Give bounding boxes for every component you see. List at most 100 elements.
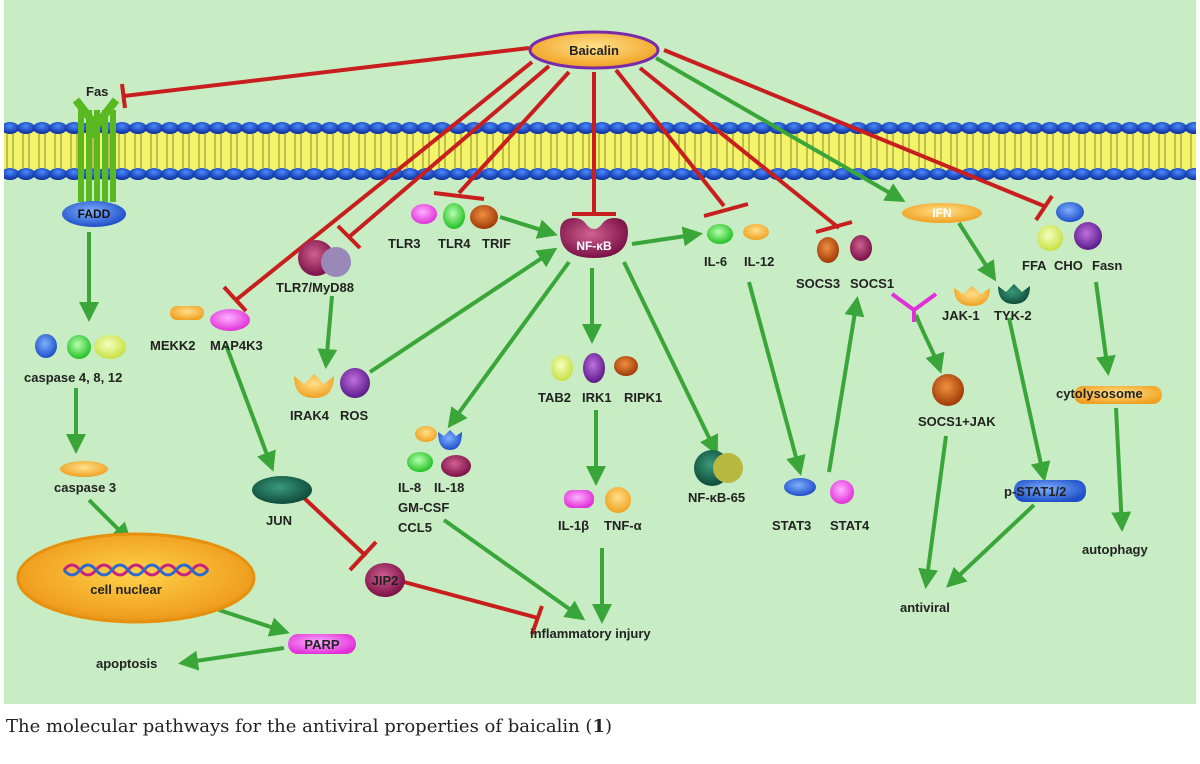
arrow-stat4-socs1 (827, 296, 865, 473)
ripk1-icon (614, 356, 638, 376)
il6-icon (707, 224, 733, 244)
cho-icon (1074, 222, 1102, 250)
myd88-icon (321, 247, 351, 277)
arrow-tlr7-irak4 (317, 295, 338, 369)
cytolysosome-label: cytolysosome (1056, 386, 1143, 401)
tnfa-icon (605, 487, 631, 513)
tyk2-icon (998, 284, 1030, 304)
tlr4-label: TLR4 (438, 236, 471, 251)
ros-icon (340, 368, 370, 398)
tab2-label: TAB2 (538, 390, 571, 405)
tlr7-myd88-label: TLR7/MyD88 (276, 280, 354, 295)
jak1-label: JAK-1 (942, 308, 980, 323)
inhibit-jip2-injury (403, 580, 539, 620)
inhibit-jun-jip2-bar (348, 540, 378, 572)
arrow-ccl5-injury (442, 518, 586, 621)
inhibit-ffa (663, 48, 1045, 208)
fasn-label: Fasn (1092, 258, 1122, 273)
irk1-label: IRK1 (582, 390, 612, 405)
socs1-label: SOCS1 (850, 276, 894, 291)
pathway-svg: Baicalin Fas FADD caspase 4, 8, 12 caspa… (1, 0, 1200, 704)
caspase-3-label: caspase 3 (54, 480, 116, 495)
ifn-node (902, 203, 982, 223)
il1b-icon (564, 490, 594, 508)
jak1-icon (954, 286, 990, 306)
arrow-map4k3-jun (224, 344, 276, 472)
dna-icon (62, 563, 210, 577)
il8-icon (407, 452, 433, 472)
il18-icon (441, 455, 471, 477)
inhibit-socs3-bar (815, 220, 853, 234)
inhibit-fas (123, 46, 530, 98)
fas-label: Fas (86, 84, 108, 99)
arrow-il12-stat3 (747, 281, 806, 476)
caspase-12-icon (94, 335, 126, 359)
arrow-ros-nfkb (368, 247, 558, 374)
cho-label: CHO (1054, 258, 1083, 273)
arrow-trif-nfkb (499, 215, 558, 239)
jun-icon (252, 476, 312, 504)
il18-label: IL-18 (434, 480, 464, 495)
arrow-nucleus-parp (218, 608, 290, 637)
gmcsf-icon (415, 426, 437, 442)
arrow-pstat-antiviral (946, 503, 1036, 588)
caption-reference: 1 (592, 716, 605, 737)
irak4-icon (294, 374, 334, 398)
ifn-label: IFN (932, 206, 951, 220)
ffa-icon (1037, 225, 1063, 251)
inhibit-il6 (614, 68, 726, 208)
tyk2-label: TYK-2 (994, 308, 1032, 323)
parp-node (288, 634, 356, 654)
socs1-jak-label: SOCS1+JAK (918, 414, 996, 429)
fadd-node (62, 201, 126, 227)
caspase-4-icon (35, 334, 57, 358)
jun-label: JUN (266, 513, 292, 528)
trif-label: TRIF (482, 236, 511, 251)
trif-icon (470, 205, 498, 229)
cytolysosome-node (1074, 386, 1162, 404)
stat3-label: STAT3 (772, 518, 811, 533)
map4k3-label: MAP4K3 (210, 338, 263, 353)
ripk1-label: RIPK1 (624, 390, 662, 405)
mekk2-icon (170, 306, 204, 320)
tlr3-icon (411, 204, 437, 224)
inhibit-mekk2 (234, 60, 534, 302)
pstat-node (1014, 480, 1086, 502)
parp-label: PARP (304, 637, 339, 652)
tnfa-label: TNF-α (604, 518, 642, 533)
inhibit-jun-jip2 (302, 496, 368, 558)
dna-strand-icon (62, 563, 210, 577)
il8-label: IL-8 (398, 480, 421, 495)
arrow-baicalin-ifn (655, 56, 906, 202)
tab2-icon (551, 355, 573, 381)
fas-receptor-icon (72, 97, 120, 202)
arrow-fasn-cytolysosome (1094, 281, 1116, 376)
stat4-label: STAT4 (830, 518, 870, 533)
il6-label: IL-6 (704, 254, 727, 269)
caspase-3-icon (60, 461, 108, 477)
cell-membrane-icon (1, 122, 1200, 180)
cell-nuclear-label: cell nuclear (90, 582, 162, 597)
caption-text: The molecular pathways for the antiviral… (6, 716, 593, 737)
inhibit-jip2-injury-bar (530, 605, 544, 635)
inhibit-ffa-bar (1034, 194, 1054, 222)
gmcsf-label: GM-CSF (398, 500, 449, 515)
arrow-socs1jak-antiviral (918, 435, 948, 589)
nfkb65-icon-b (713, 453, 743, 483)
arrow-cytolysosome-autophagy (1111, 407, 1132, 532)
mekk2-label: MEKK2 (150, 338, 196, 353)
ccl5-label: CCL5 (398, 520, 432, 535)
il12-icon (743, 224, 769, 240)
il1b-label: IL-1β (558, 518, 589, 533)
autophagy-label: autophagy (1082, 542, 1148, 557)
ffa-label: FFA (1022, 258, 1047, 273)
figure-caption: The molecular pathways for the antiviral… (6, 716, 1194, 737)
ccl5-icon (438, 430, 462, 450)
socs1-icon (850, 235, 872, 261)
fadd-label: FADD (78, 207, 111, 221)
arrow-parp-apoptosis (178, 646, 285, 671)
pathway-diagram: Baicalin Fas FADD caspase 4, 8, 12 caspa… (1, 0, 1200, 704)
nfkb-node (560, 218, 628, 258)
socs3-label: SOCS3 (796, 276, 840, 291)
y-receptor-icon (890, 292, 938, 322)
